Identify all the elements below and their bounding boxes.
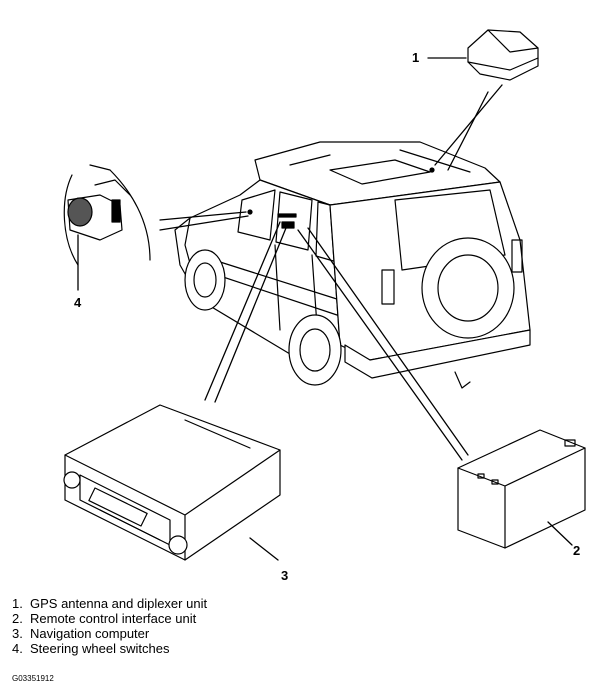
callout-2: 2 — [573, 543, 581, 558]
callout-3: 3 — [281, 568, 289, 583]
legend-text: Navigation computer — [30, 626, 150, 641]
legend-item: 4. Steering wheel switches — [12, 641, 207, 656]
callout-1: 1 — [412, 50, 420, 65]
legend-item: 3. Navigation computer — [12, 626, 207, 641]
legend-number: 4. — [12, 641, 23, 656]
component-location-diagram — [63, 29, 586, 561]
legend-item: 1. GPS antenna and diplexer unit — [12, 596, 207, 611]
legend-item: 2. Remote control interface unit — [12, 611, 207, 626]
gps-antenna-illustration — [467, 29, 539, 81]
remote-control-interface-unit-illustration — [457, 429, 586, 549]
vehicle-illustration — [174, 141, 531, 389]
legend-number: 1. — [12, 596, 23, 611]
steering-wheel-switches-illustration — [63, 164, 151, 266]
figure-code: G03351912 — [12, 674, 54, 683]
legend-text: Remote control interface unit — [30, 611, 197, 626]
legend-text: GPS antenna and diplexer unit — [30, 596, 208, 611]
leader-lines — [77, 57, 573, 561]
navigation-computer-illustration — [63, 404, 281, 561]
legend-text: Steering wheel switches — [30, 641, 170, 656]
legend-list: 1. GPS antenna and diplexer unit 2. Remote… — [12, 596, 207, 656]
legend-number: 2. — [12, 611, 23, 626]
callout-4: 4 — [74, 295, 82, 310]
legend-number: 3. — [12, 626, 23, 641]
